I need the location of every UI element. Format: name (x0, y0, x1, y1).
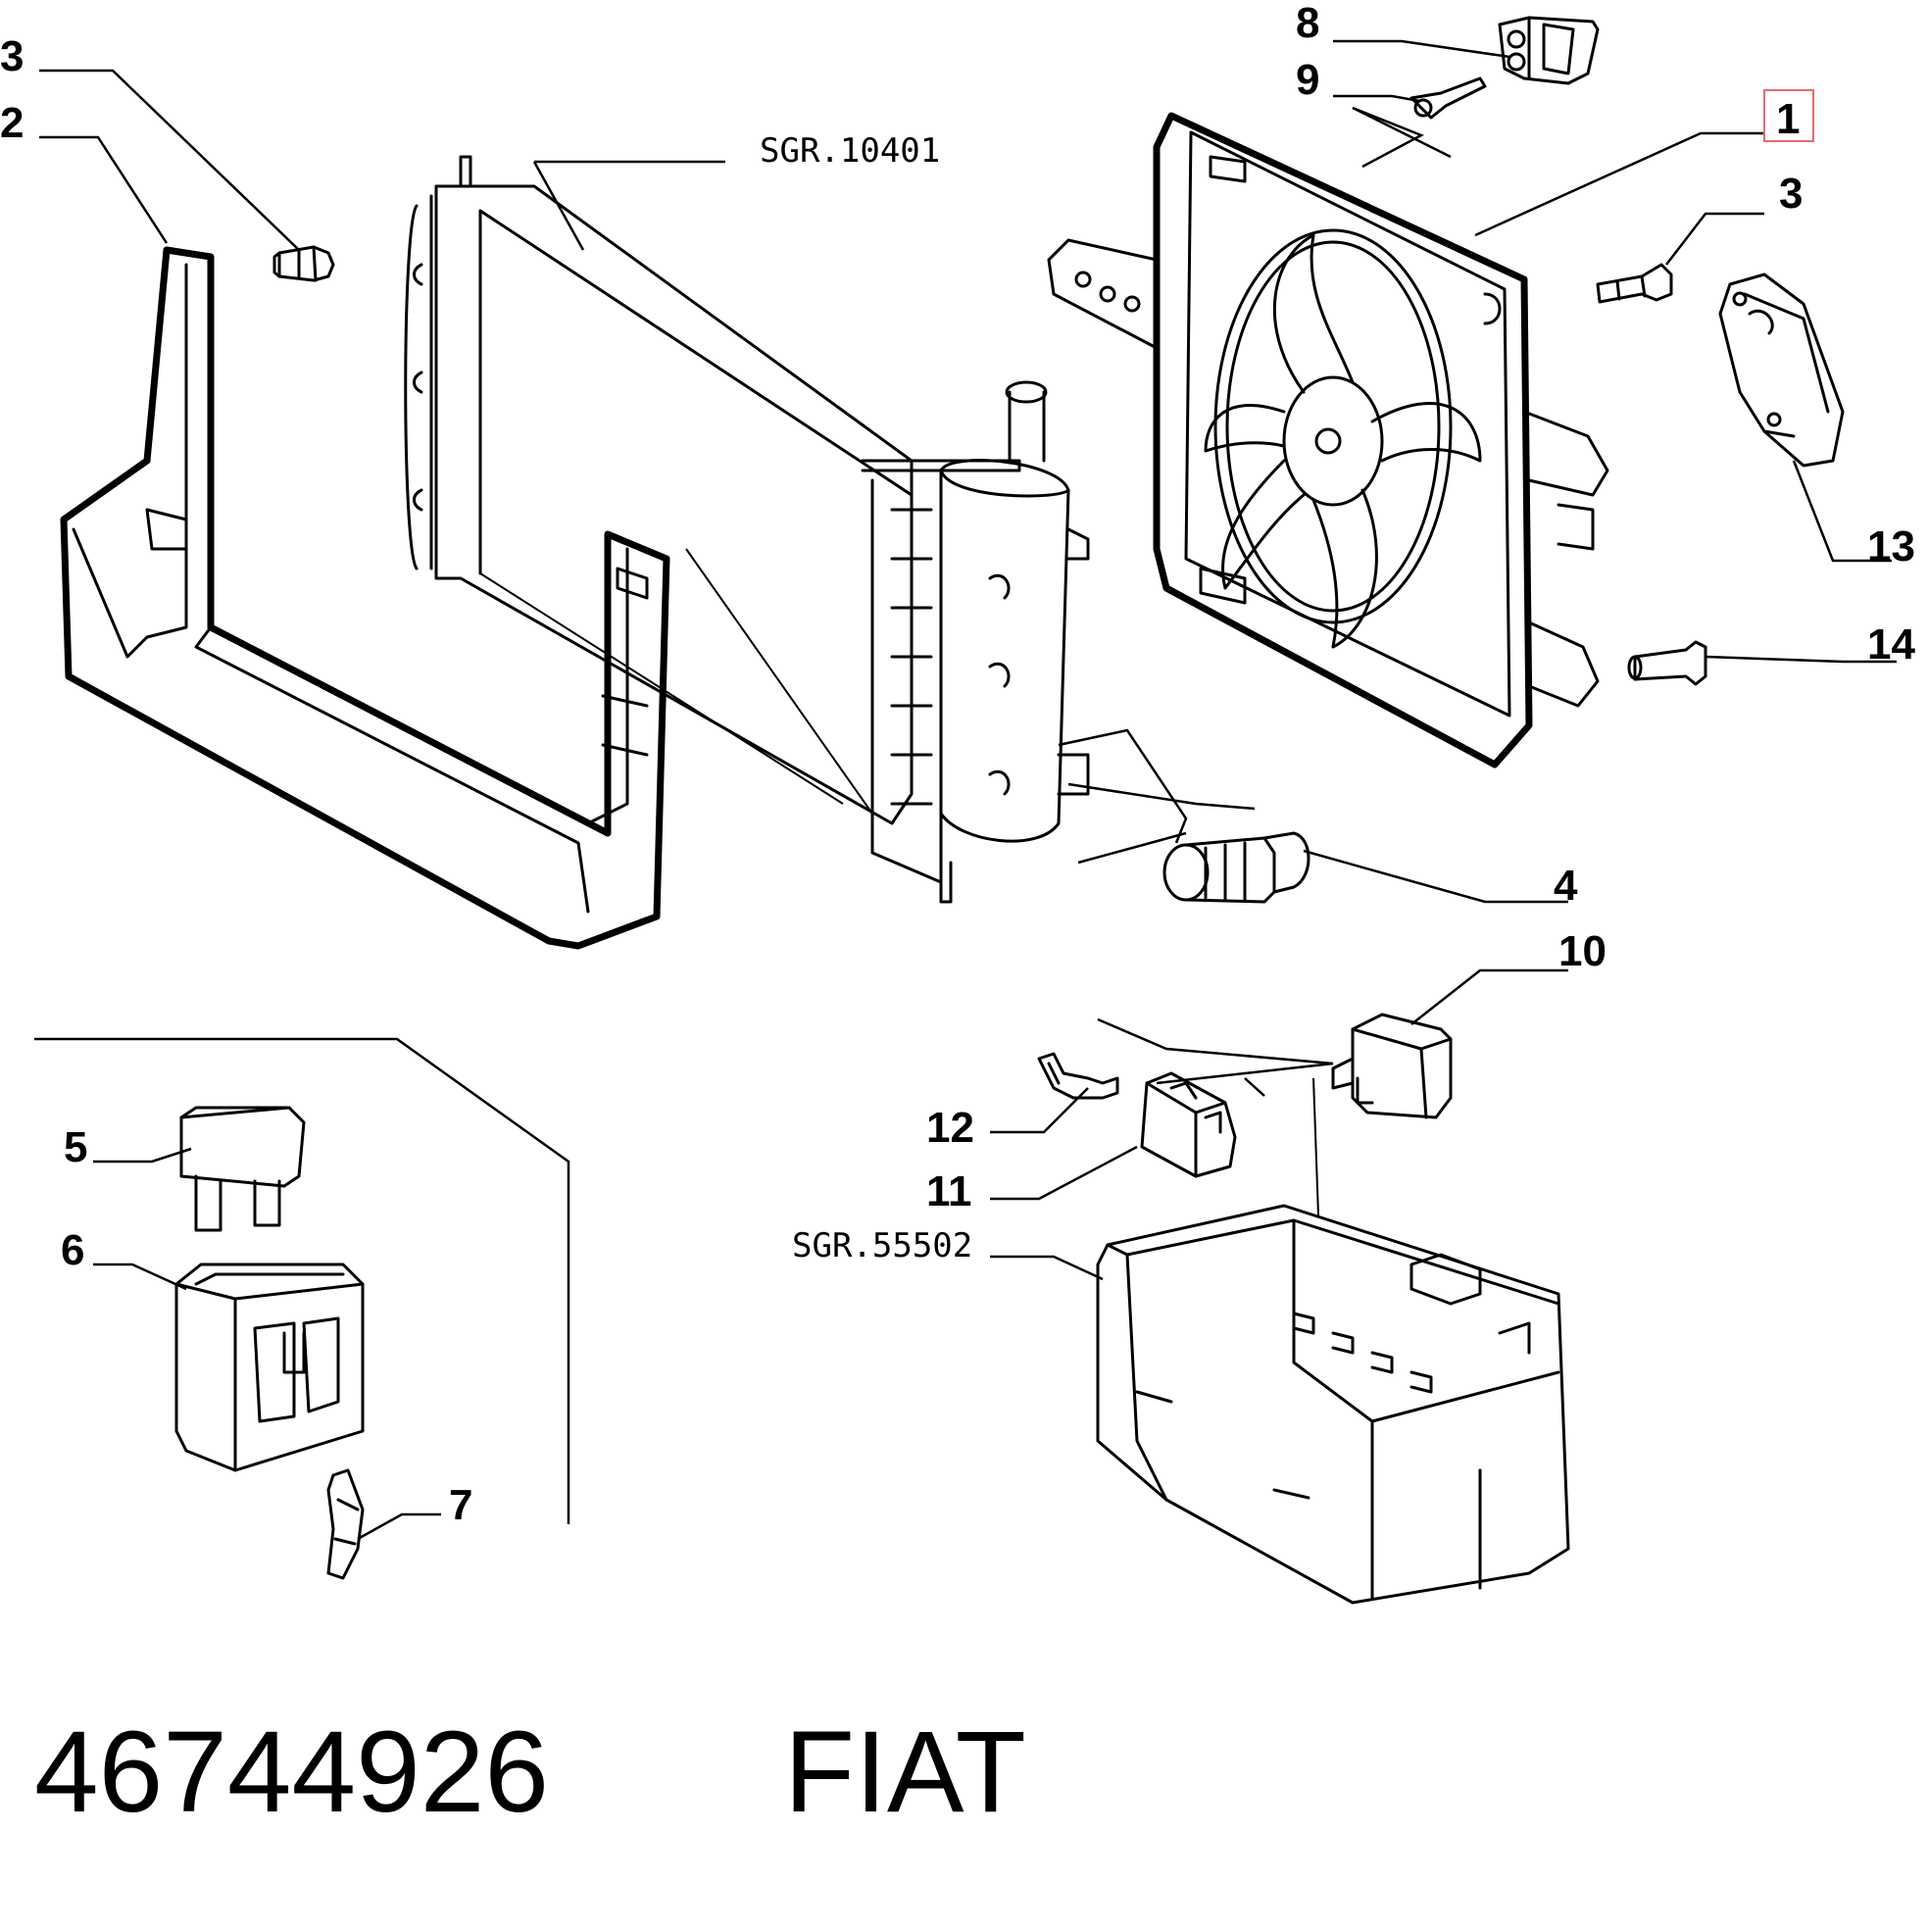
screw-part-14[interactable] (1627, 640, 1707, 686)
callout-4: 4 (1554, 862, 1578, 910)
callout-13: 13 (1867, 522, 1915, 570)
relay-part-10[interactable] (1331, 1013, 1453, 1119)
callout-9: 9 (1296, 56, 1319, 104)
battery-tray-reference-label: SGR.55502 (792, 1226, 972, 1265)
part-number: 46744926 (34, 1708, 549, 1837)
callout-1: 1 (1776, 95, 1800, 143)
crimp-terminal-part-12[interactable] (1037, 1052, 1119, 1100)
radiator-assembly[interactable] (404, 155, 1090, 904)
callout-6: 6 (61, 1226, 84, 1274)
terminal-part-9[interactable] (1409, 76, 1487, 120)
callout-10: 10 (1558, 927, 1607, 975)
brand-name: FIAT (784, 1708, 1026, 1837)
leader-lines (39, 39, 1897, 1541)
battery-tray-assembly[interactable] (1096, 1077, 1570, 1605)
fuse-part-5[interactable] (179, 1106, 306, 1232)
connector-part-8[interactable] (1498, 16, 1600, 85)
cover-plate-part-13[interactable] (1718, 272, 1845, 468)
callout-1-highlight-box (1763, 89, 1814, 142)
callout-11: 11 (926, 1167, 972, 1215)
callout-5: 5 (64, 1123, 87, 1171)
fuse-holder-part-6[interactable] (174, 1263, 365, 1472)
callout-14: 14 (1867, 620, 1915, 669)
callout-12: 12 (926, 1104, 974, 1152)
terminal-clip-part-7[interactable] (326, 1468, 365, 1580)
support-frame-part-2[interactable] (60, 246, 670, 950)
callout-7: 7 (449, 1481, 472, 1529)
bolt-part-3-right[interactable] (1596, 263, 1673, 304)
callout-3-left: 3 (0, 32, 24, 80)
relay-socket-part-11[interactable] (1140, 1071, 1237, 1178)
bolt-part-3-left[interactable] (272, 245, 335, 282)
inset-frame (34, 1037, 570, 1524)
thermo-switch-part-4[interactable] (1162, 831, 1310, 904)
callout-2: 2 (0, 99, 24, 147)
callout-8: 8 (1296, 0, 1319, 47)
callout-3-right: 3 (1779, 170, 1803, 218)
radiator-reference-label: SGR.10401 (760, 131, 940, 171)
cooling-fan-part-1[interactable] (1047, 112, 1609, 768)
